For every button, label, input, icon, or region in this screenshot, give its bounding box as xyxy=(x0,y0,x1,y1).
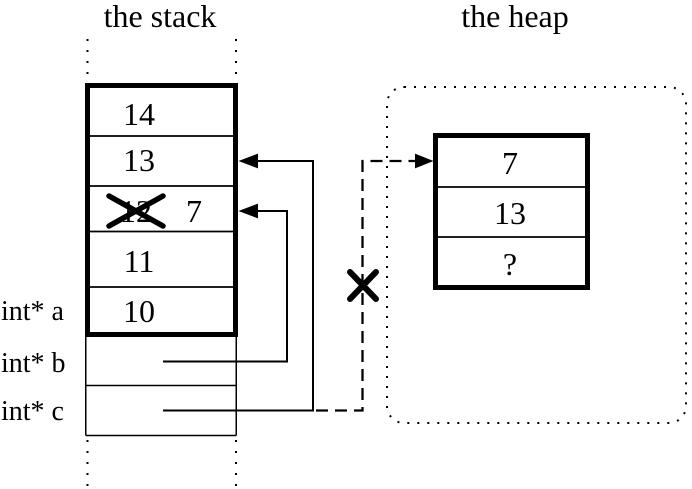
heap-cell-value: ? xyxy=(503,246,517,282)
stack-cell-value: 13 xyxy=(123,142,155,178)
heap-cell-value: 13 xyxy=(494,195,526,231)
stack-cell-new-value: 7 xyxy=(186,193,202,229)
heap-cell-value: 7 xyxy=(502,145,518,181)
stack-cell-value: 11 xyxy=(124,243,155,279)
stack-frame-box xyxy=(85,83,238,337)
arrowhead-left-icon xyxy=(238,203,258,219)
stack-cell-value: 10 xyxy=(123,293,155,329)
variable-label-a: int* a xyxy=(1,296,65,327)
stack-cell-value: 14 xyxy=(123,96,155,132)
variable-label-c: int* c xyxy=(1,396,64,427)
heap-title: the heap xyxy=(461,0,569,34)
invalid-pointer-x-icon xyxy=(347,269,379,302)
pointer-b-line xyxy=(163,210,288,363)
variable-label-b: int* b xyxy=(1,348,66,379)
heap-block-box xyxy=(433,133,590,290)
pointer-c-line xyxy=(163,160,314,412)
arrowhead-right-icon xyxy=(415,153,434,169)
cross-out-icon xyxy=(106,193,166,229)
arrowhead-left-icon xyxy=(238,153,258,169)
stack-title: the stack xyxy=(104,0,217,34)
